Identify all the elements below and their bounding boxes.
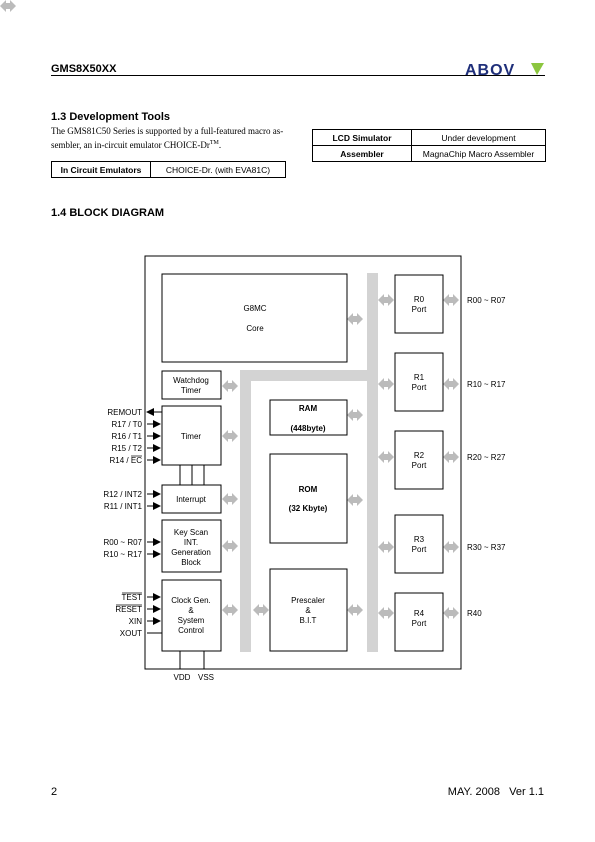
paragraph-end: . — [218, 139, 222, 150]
tools-table: LCD Simulator Under development Assemble… — [312, 129, 546, 162]
document-id: GMS8X50XX — [51, 63, 117, 75]
prescaler-label-3: B.I.T — [300, 616, 317, 625]
port-r0-sub: Port — [412, 305, 427, 314]
emulator-label: In Circuit Emulators — [51, 161, 151, 178]
abov-logo: ABOV — [465, 61, 545, 82]
port-r0-block — [394, 274, 444, 334]
ram-label: RAM — [299, 404, 318, 413]
section-heading-dev-tools: 1.3 Development Tools — [51, 111, 170, 123]
paragraph-line-1: The GMS81C50 Series is supported by a fu… — [51, 126, 284, 136]
port-r1-sub: Port — [412, 383, 427, 392]
header-rule — [51, 75, 545, 76]
ram-block — [269, 399, 348, 436]
interrupt-block — [161, 484, 222, 514]
emulator-table: In Circuit Emulators CHOICE-Dr. (with EV… — [51, 161, 286, 178]
dev-tools-paragraph: The GMS81C50 Series is supported by a fu… — [51, 126, 301, 151]
timer-pin-r16: R16 / T1 — [111, 432, 142, 441]
port-r4-sub: Port — [412, 619, 427, 628]
keyscan-block — [161, 519, 222, 573]
prescaler-block — [269, 568, 348, 652]
clock-pin-test: TEST — [122, 593, 143, 602]
logo-text: ABOV — [465, 62, 515, 77]
port-r4-name: R4 — [414, 609, 425, 618]
watchdog-label-2: Timer — [181, 386, 201, 395]
core-block — [161, 273, 348, 363]
keyscan-label-3: Generation — [171, 548, 211, 557]
prescaler-label-1: Prescaler — [291, 596, 325, 605]
prescaler-label-2: & — [305, 606, 311, 615]
power-pin-vss: VSS — [198, 673, 214, 682]
port-r2-pins: R20 ~ R27 — [467, 453, 506, 462]
timer-pin-r15: R15 / T2 — [111, 444, 142, 453]
ram-size: (448byte) — [290, 424, 325, 433]
port-r4-pins: R40 — [467, 609, 482, 618]
port-r0-pins: R00 ~ R07 — [467, 296, 506, 305]
table-row: Assembler MagnaChip Macro Assembler — [312, 145, 546, 162]
tool-value: MagnaChip Macro Assembler — [411, 145, 546, 162]
port-r0-name: R0 — [414, 295, 425, 304]
paragraph-line-2: sembler, an in-circuit emulator CHOICE-D… — [51, 139, 210, 150]
port-r1-pins: R10 ~ R17 — [467, 380, 506, 389]
port-r3-block — [394, 514, 444, 574]
clock-pin-reset: RESET — [115, 605, 142, 614]
port-r4-block — [394, 592, 444, 652]
clock-pin-xin: XIN — [129, 617, 143, 626]
clock-label-1: Clock Gen. — [171, 596, 211, 605]
rom-size: (32 Kbyte) — [289, 504, 328, 513]
keyscan-label-1: Key Scan — [174, 528, 208, 537]
timer-pin-r17: R17 / T0 — [111, 420, 142, 429]
port-r2-sub: Port — [412, 461, 427, 470]
timer-block — [161, 405, 222, 466]
table-row: LCD Simulator Under development — [312, 129, 546, 146]
emulator-value: CHOICE-Dr. (with EVA81C) — [150, 161, 286, 178]
timer-interrupt-links — [179, 465, 205, 669]
trademark: TM — [209, 139, 219, 146]
clock-label-2: & — [188, 606, 194, 615]
watchdog-label-1: Watchdog — [173, 376, 209, 385]
keyscan-pin-r0: R00 ~ R07 — [104, 538, 143, 547]
interrupt-label: Interrupt — [176, 495, 207, 504]
port-r2-block — [394, 430, 444, 490]
clock-label-3: System — [178, 616, 205, 625]
timer-pin-remout: REMOUT — [107, 408, 142, 417]
watchdog-block — [161, 370, 222, 400]
bus-arrows — [0, 0, 16, 12]
power-pin-vdd: VDD — [174, 673, 191, 682]
int-pin-r12: R12 / INT2 — [103, 490, 142, 499]
page-number: 2 — [51, 786, 58, 798]
port-r2-name: R2 — [414, 451, 425, 460]
clock-block — [161, 579, 222, 652]
port-r1-name: R1 — [414, 373, 425, 382]
timer-label: Timer — [181, 432, 201, 441]
core-title: G8MC — [243, 304, 266, 313]
keyscan-label-2: INT. — [184, 538, 198, 547]
timer-pin-r14: R14 / EC — [110, 456, 143, 465]
clock-label-4: Control — [178, 626, 204, 635]
port-r1-block — [394, 352, 444, 412]
active-low-overbars — [116, 455, 142, 606]
rom-block — [269, 453, 348, 544]
port-r3-sub: Port — [412, 545, 427, 554]
section-heading-block-diagram: 1.4 BLOCK DIAGRAM — [51, 207, 165, 219]
internal-bus — [240, 273, 378, 652]
date-version: MAY. 2008 Ver 1.1 — [447, 786, 544, 798]
rom-label: ROM — [299, 485, 318, 494]
keyscan-label-4: Block — [181, 558, 202, 567]
core-subtitle: Core — [246, 324, 264, 333]
logo-mark-icon — [531, 63, 544, 75]
int-pin-r11: R11 / INT1 — [104, 502, 143, 511]
port-r3-pins: R30 ~ R37 — [467, 543, 506, 552]
keyscan-pin-r1: R10 ~ R17 — [104, 550, 143, 559]
clock-pin-xout: XOUT — [120, 629, 142, 638]
port-r3-name: R3 — [414, 535, 425, 544]
